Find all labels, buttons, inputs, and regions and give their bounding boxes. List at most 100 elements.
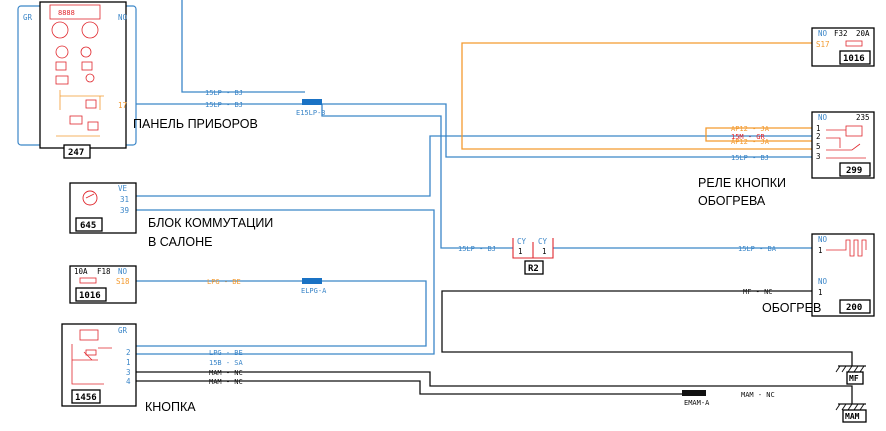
connector-label: GR (118, 326, 128, 335)
wire-label: MAM - NC (209, 378, 243, 386)
odometer-digits: 8888 (58, 9, 75, 17)
relay-circuit (826, 129, 866, 159)
wire-15lp-r2 (321, 104, 513, 249)
wire-label: MF - NC (743, 288, 773, 296)
relay-caption-2: ОБОГРЕВА (698, 194, 766, 208)
wire-label: 15LP - BJ (458, 245, 496, 253)
gauge-icon (80, 46, 92, 58)
pin-number: 1 (816, 124, 821, 133)
wire-15lp-top (181, 0, 305, 93)
switch-circuit (71, 344, 112, 385)
component-code-box (839, 50, 871, 65)
button-caption: КНОПКА (145, 400, 196, 414)
indicator-icon (85, 99, 97, 109)
tachometer-icon (81, 21, 99, 39)
instrument-panel-caption: ПАНЕЛЬ ПРИБОРОВ (133, 117, 258, 131)
wire-mam-nc-1 (136, 371, 853, 404)
heating-coil-icon (826, 239, 867, 257)
splice-emam (682, 390, 706, 396)
wire-15b-sa (136, 209, 435, 355)
body-control-caption-2: В САЛОНЕ (148, 235, 212, 249)
pin-number: 1 (818, 246, 823, 255)
wire-ap12-ja-1 (461, 42, 812, 150)
splice-e15lp-label: E15LP-3 (296, 109, 326, 117)
wire-labels: 15LP - BJ 15LP - BJ 15M - GR AP12 - JA A… (205, 89, 777, 399)
pin-number: 2 (816, 132, 821, 141)
ground-mam: MAM (835, 403, 867, 423)
connector-r2: CY CY 1 1 R2 (512, 237, 554, 275)
wire-label: 15M - GR (731, 133, 766, 141)
fuse-rating: 10A (74, 267, 88, 276)
splice-elpg-label: ELPG-A (301, 287, 327, 295)
ground-code: MAM (845, 412, 860, 421)
body-control-unit: VE 31 39 645 (69, 182, 137, 234)
wire-label: AP12 - JA (731, 125, 770, 133)
pin-number: 31 (120, 195, 129, 204)
component-code-box (524, 260, 544, 275)
control-unit-icon (82, 190, 98, 206)
pin-number: 4 (126, 377, 131, 386)
splice-e15lp (302, 99, 322, 105)
heater-caption: ОБОГРЕВ (762, 301, 821, 315)
connector-label: NO (818, 113, 828, 122)
resistor-icon (85, 349, 97, 356)
indicator-icon (69, 115, 83, 125)
wire-label: 15B - SA (209, 359, 244, 367)
wire-ap12-ja-2 (705, 127, 812, 142)
component-code-box (839, 299, 871, 314)
component-code: 1456 (75, 393, 97, 403)
pin-number: 17 (118, 101, 127, 110)
gauge-icon (55, 45, 69, 59)
component-code-box (71, 389, 101, 404)
pin-number: 1 (818, 288, 823, 297)
wires (136, 0, 853, 404)
button-indicator-icon (79, 329, 99, 341)
component-code-box (75, 287, 107, 302)
internal-circuit (59, 90, 104, 110)
connector-label: NO (818, 235, 828, 244)
wire-label: 15LP - BJ (731, 154, 769, 162)
pin-number: 5 (816, 142, 821, 151)
wire-lpg-be (136, 280, 427, 347)
pin-number: 1 (542, 247, 547, 256)
pin-number: 3 (126, 368, 131, 377)
wire-label: LPG - BE (207, 278, 241, 286)
fuse-slot: S17 (816, 40, 830, 49)
connector-label: GR (23, 13, 33, 22)
ground-code-box (846, 371, 864, 385)
connector-label: NO (818, 29, 828, 38)
component-code: 299 (846, 166, 862, 176)
wire-15m-gr (136, 135, 812, 197)
connector-label: VE (118, 184, 128, 193)
fuse-box-left: 10A F18 NO S18 1016 (69, 265, 137, 304)
component-code: 645 (80, 221, 96, 231)
ground-code: MF (849, 374, 859, 383)
wire-mf-nc (441, 290, 853, 366)
fuse-slot: S18 (116, 277, 130, 286)
connector-label: NO (118, 267, 128, 276)
heater-button: GR 2 1 3 4 1456 (61, 323, 137, 407)
connector-label: CY (517, 237, 527, 246)
wire-label: AP12 - JA (731, 138, 770, 146)
indicator-icon (55, 61, 67, 71)
connector-label: NO (818, 277, 828, 286)
wire-mam-nc-2 (136, 380, 682, 395)
pin-number: 39 (120, 206, 129, 215)
body-control-caption-1: БЛОК КОММУТАЦИИ (148, 216, 273, 230)
fuse-rating: 20A (856, 29, 870, 38)
speedometer-icon (51, 21, 69, 39)
fuse-id: F18 (97, 267, 111, 276)
relay-tag: 235 (856, 113, 870, 122)
relay-caption-1: РЕЛЕ КНОПКИ (698, 176, 786, 190)
ground-mf: MF (835, 365, 866, 385)
wire-label: MAM - NC (741, 391, 775, 399)
component-code: 200 (846, 303, 862, 313)
relay-coil-icon (845, 125, 863, 137)
fuse-icon (79, 277, 97, 284)
pin-number: 1 (518, 247, 523, 256)
indicator-icon (55, 75, 69, 85)
wire-label: 15LP - BJ (205, 101, 243, 109)
component-code: R2 (528, 264, 539, 274)
